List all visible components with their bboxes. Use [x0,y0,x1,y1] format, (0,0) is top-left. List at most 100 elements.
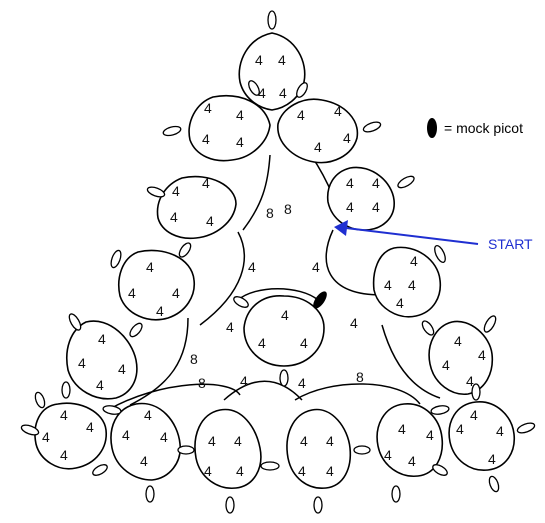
ring-count: 4 [408,277,416,293]
ring-count: 4 [60,447,68,463]
start-label: START [488,236,533,252]
ring-count: 4 [172,285,180,301]
picot [260,461,280,471]
ring-count: 4 [326,463,334,479]
ring-count: 4 [258,335,266,351]
ring-top [238,32,306,111]
ring-left-3 [118,249,195,321]
ring-count: 4 [236,107,244,123]
ring-count: 4 [279,85,287,101]
picot [421,320,435,336]
ring-count: 4 [60,407,68,423]
chain-count: 4 [350,315,358,331]
ring-count: 4 [396,295,404,311]
start-arrow-line [345,227,479,245]
ring-count: 4 [496,423,504,439]
chain-counts: 8 8 4 4 4 4 8 8 4 4 8 [190,201,364,391]
picot [177,445,195,455]
picot [434,245,446,263]
picot [516,422,536,434]
ring-count: 4 [384,447,392,463]
picot [430,405,450,415]
ring-right-4 [428,320,494,395]
picot [146,186,166,198]
ring-count: 4 [470,407,478,423]
picot [279,369,289,387]
picot [483,315,497,333]
ring-count: 4 [334,103,342,119]
picot [225,496,235,514]
ring-counts: 4 4 4 4 4 4 4 4 4 4 4 4 4 4 4 4 4 4 4 4 … [42,52,504,479]
ring-count: 4 [202,175,210,191]
chain-left-mid [199,231,246,326]
picot [362,121,382,133]
ring-count: 4 [456,421,464,437]
ring-count: 4 [204,463,212,479]
chain-bottom-left [107,383,241,411]
ring-count: 4 [298,463,306,479]
ring-count: 4 [300,433,308,449]
ring-count: 4 [300,335,308,351]
ring-count: 4 [478,347,486,363]
chain-count: 8 [190,351,198,367]
ring-bottom-6 [448,401,515,471]
ring-right-3 [372,246,442,318]
mock-picot-marker [313,291,327,309]
ring-right-2 [326,166,395,231]
ring-count: 4 [140,453,148,469]
picot [102,405,122,415]
chain-count: 8 [266,205,274,221]
picots [20,10,536,514]
ring-count: 4 [206,213,214,229]
ring-count: 4 [281,307,289,323]
ring-count: 4 [42,429,50,445]
chain-center-link [237,288,319,301]
picot [233,296,249,308]
ring-count: 4 [118,361,126,377]
picot [248,80,260,96]
chain-left-lower [129,317,189,406]
ring-count: 4 [297,107,305,123]
ring-count: 4 [278,52,286,68]
picot [61,381,71,399]
chain-count: 4 [226,319,234,335]
legend-text: = mock picot [444,120,523,136]
picot [20,424,40,436]
picot [488,475,500,493]
ring-count: 4 [236,463,244,479]
ring-count: 4 [442,357,450,373]
ring-count: 4 [122,427,130,443]
start-indicator: START [334,220,533,252]
chain-count: 4 [298,375,306,391]
ring-count: 4 [255,52,263,68]
ring-left-2 [156,175,237,240]
ring-count: 4 [96,377,104,393]
ring-count: 4 [466,373,474,389]
ring-count: 4 [208,433,216,449]
picot [353,445,371,455]
ring-bottom-2 [110,402,181,481]
ring-count: 4 [488,451,496,467]
ring-count: 4 [86,419,94,435]
ring-count: 4 [78,355,86,371]
start-arrow-head [334,220,348,236]
chain-right-mid [325,229,383,296]
picot [432,464,448,476]
picot [296,82,308,98]
picot [129,322,143,338]
ring-count: 4 [258,85,266,101]
ring-count: 4 [204,100,212,116]
ring-count: 4 [343,130,351,146]
mock-picot-legend-icon [427,118,437,138]
ring-bottom-4 [286,408,352,489]
ring-count: 4 [372,199,380,215]
chain-count: 8 [356,369,364,385]
picot [145,485,155,503]
ring-count: 4 [170,209,178,225]
ring-count: 4 [426,427,434,443]
ring-count: 4 [144,407,152,423]
picot [162,125,182,137]
ring-count: 4 [346,175,354,191]
ring-count: 4 [398,421,406,437]
ring-count: 4 [146,259,154,275]
